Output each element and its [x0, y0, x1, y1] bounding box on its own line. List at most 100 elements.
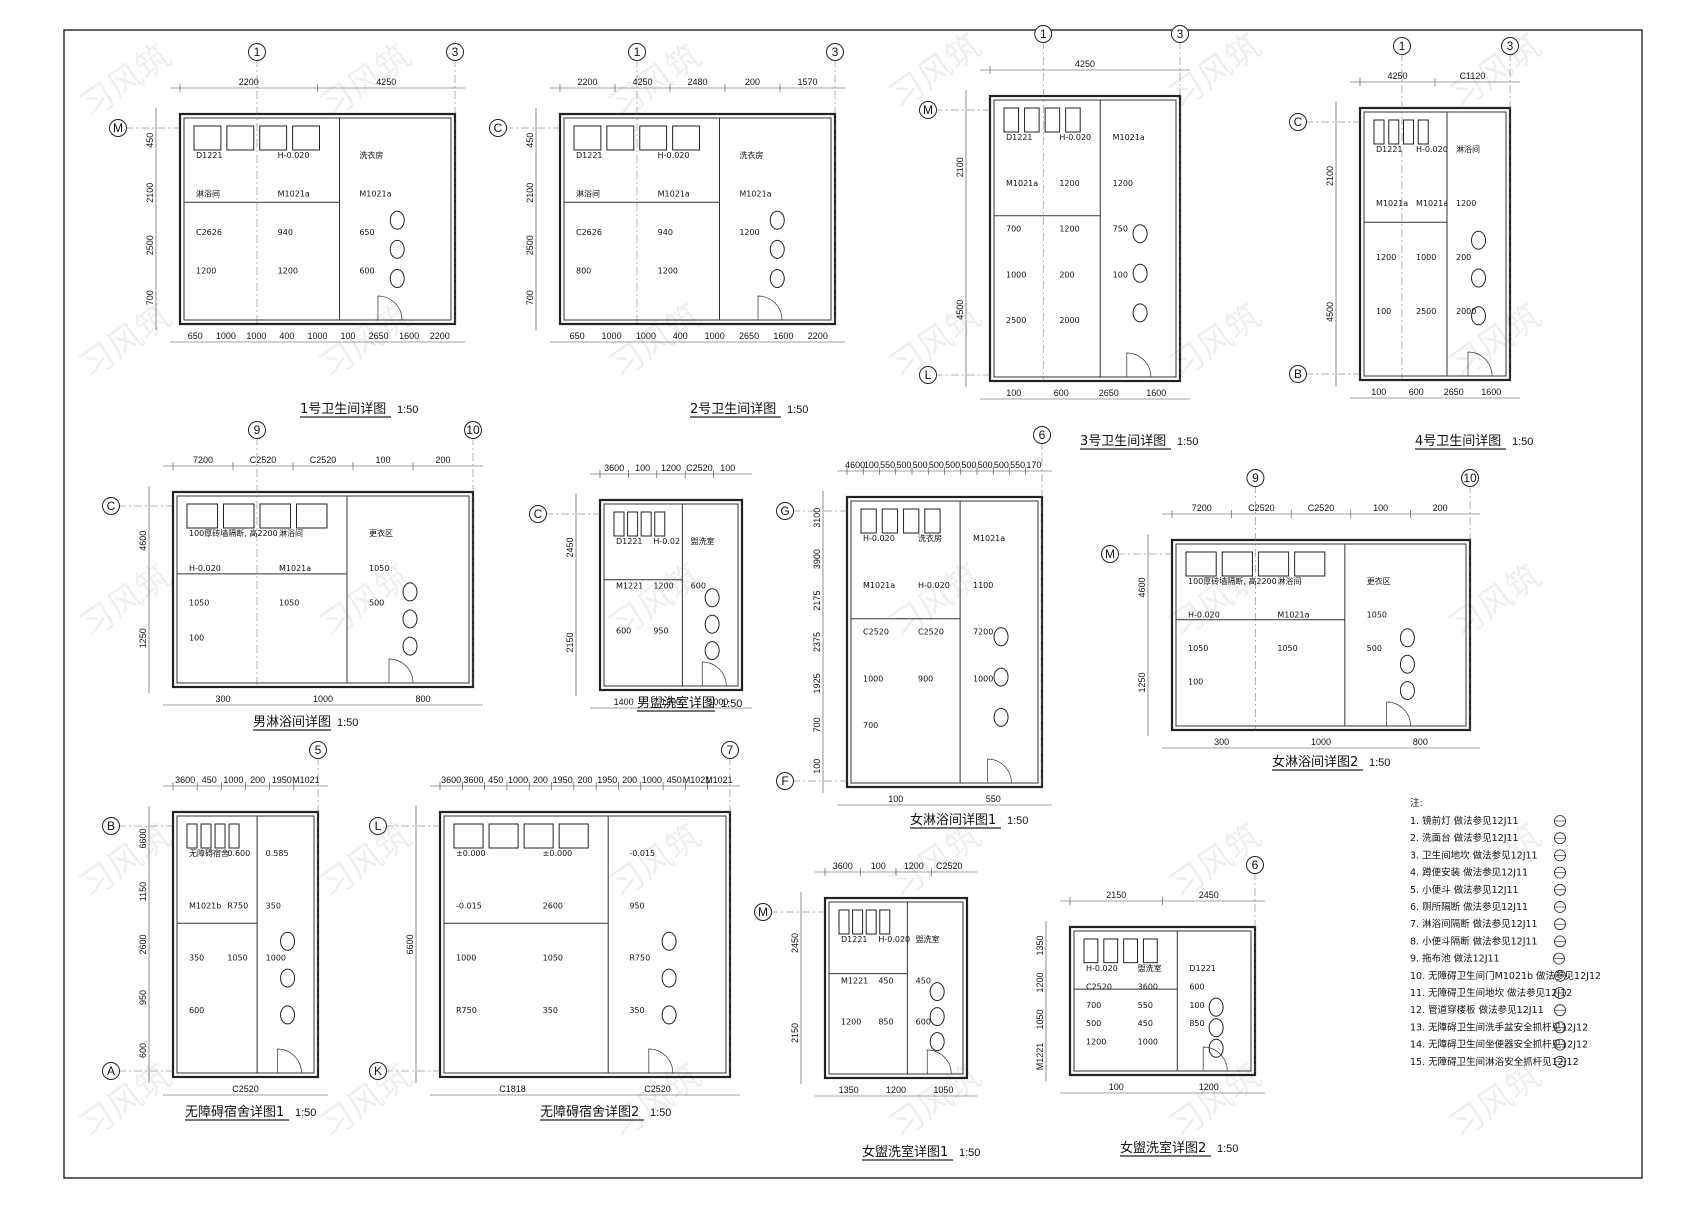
bottom-dimension-text: 2650: [369, 331, 389, 341]
top-dimension-text: 200: [577, 775, 592, 785]
room-label: 100厚砖墙隔断, 高2200: [1188, 576, 1277, 586]
bottom-dimension-text: C1818: [499, 1084, 526, 1094]
top-dimension-text: 1200: [661, 463, 681, 473]
left-dimension-text: 1250: [138, 628, 148, 648]
top-dimension-text: 500: [945, 460, 960, 470]
basin-fixture: [389, 269, 405, 289]
stall-fixture: [292, 125, 320, 151]
grid-axis-bubble: [1033, 426, 1051, 444]
room-label: 1050: [1367, 611, 1387, 620]
top-dimension-text: 4250: [376, 77, 396, 87]
room-label: 1200: [658, 267, 678, 276]
grid-axis-bubble: [248, 43, 266, 61]
stall-fixture: [1257, 551, 1290, 577]
room-label: 600: [616, 626, 631, 635]
grid-axis-bubble: [309, 741, 327, 759]
left-dimension-text: 3900: [812, 549, 822, 569]
room-label: 900: [918, 674, 933, 683]
top-dimension-text: 500: [929, 460, 944, 470]
stall-fixture: [1103, 938, 1119, 964]
stall-fixture: [228, 823, 240, 849]
left-dimension-text: 6600: [405, 934, 415, 954]
room-label: 750: [1113, 225, 1128, 234]
grid-axis-label: G: [780, 504, 789, 518]
left-dimension-text: 2500: [525, 235, 535, 255]
outer-wall: [171, 490, 475, 689]
room-label: H-0.02: [653, 537, 680, 546]
stall-fixture: [523, 823, 554, 849]
top-dimension-text: M1021: [292, 775, 320, 785]
grid-axis-bubble: [754, 903, 772, 921]
grid-axis-bubble: [489, 119, 507, 137]
watermark-text: 习风筑: [882, 1056, 988, 1147]
watermark-text: 习风筑: [312, 816, 418, 907]
room-label: 450: [878, 976, 893, 985]
grid-axis-label: 10: [466, 423, 480, 437]
basin-fixture: [389, 239, 405, 259]
room-label: 850: [878, 1018, 893, 1027]
room-label: 2600: [543, 901, 563, 910]
basin-fixture: [993, 627, 1009, 647]
basin-fixture: [769, 210, 785, 230]
top-dimension-text: 450: [488, 775, 503, 785]
stall-fixture: [488, 823, 519, 849]
stall-fixture: [193, 125, 222, 151]
grid-axis-bubble: [464, 421, 482, 439]
grid-axis-bubble: [369, 817, 387, 835]
watermark-text: 习风筑: [1442, 1056, 1548, 1147]
plan-title: 女淋浴间详图1: [910, 812, 996, 828]
top-dimension-text: 550: [880, 460, 895, 470]
grid-axis-bubble: [1171, 25, 1189, 43]
bottom-dimension-text: 1000: [246, 331, 266, 341]
room-label: 940: [658, 228, 673, 237]
grid-axis-label: F: [781, 774, 788, 788]
room-label: 更衣区: [1367, 576, 1391, 586]
note-item: 12. 管道穿楼板 做法参见12J11: [1410, 1004, 1544, 1016]
watermark-text: 习风筑: [882, 26, 988, 117]
grid-axis-label: L: [375, 819, 382, 833]
stall-fixture: [1142, 938, 1158, 964]
grid-axis-bubble: [248, 421, 266, 439]
left-dimension-text: 700: [145, 290, 155, 305]
room-label: 950: [653, 626, 668, 635]
grid-axis-label: 1: [634, 45, 641, 59]
door-swing: [388, 658, 414, 684]
room-label: M1021a: [1416, 199, 1448, 208]
room-label: 盥洗室: [691, 536, 715, 546]
top-dimension-text: 3600: [441, 775, 461, 785]
grid-axis-label: M: [923, 103, 933, 117]
room-label: D1221: [196, 151, 223, 160]
left-dimension-text: 2100: [1325, 166, 1335, 186]
grid-axis-label: M: [1105, 547, 1115, 561]
room-label: D1221: [1189, 964, 1216, 973]
left-dimension-text: 4600: [1137, 577, 1147, 597]
door-swing: [701, 661, 727, 687]
left-dimension-text: 700: [525, 290, 535, 305]
stall-fixture: [200, 823, 212, 849]
top-dimension-text: 2200: [577, 77, 597, 87]
room-label: 1100: [973, 581, 993, 590]
room-label: 洗衣房: [918, 533, 942, 543]
room-label: 1200: [1059, 179, 1079, 188]
grid-axis-bubble: [369, 1062, 387, 1080]
basin-fixture: [1132, 303, 1148, 323]
top-dimension-text: C2520: [1308, 503, 1335, 513]
room-label: 1050: [189, 599, 209, 608]
basin-fixture: [1399, 681, 1415, 701]
stall-fixture: [640, 511, 652, 537]
left-dimension-text: 1250: [1137, 672, 1147, 692]
top-dimension-text: 3600: [604, 463, 624, 473]
bottom-dimension-text: 800: [1413, 737, 1428, 747]
top-dimension-text: 100: [375, 455, 390, 465]
bottom-dimension-text: 2650: [1099, 388, 1119, 398]
basin-fixture: [704, 614, 720, 634]
grid-axis-label: K: [374, 1064, 382, 1078]
